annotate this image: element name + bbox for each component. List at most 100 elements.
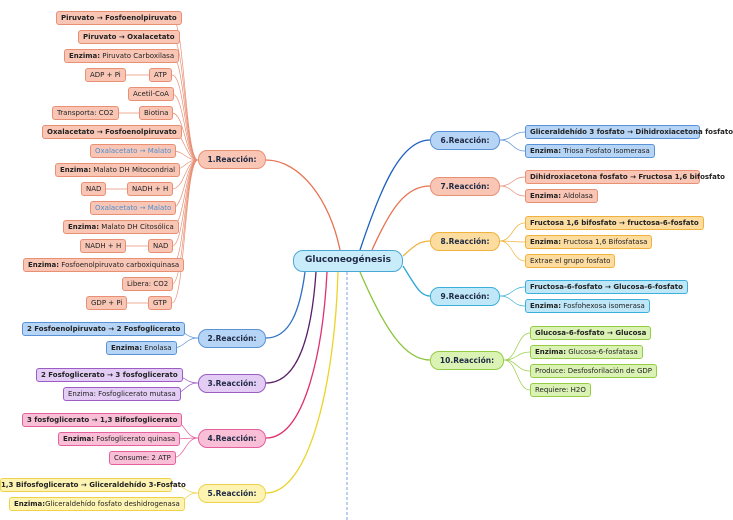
leaf-text: Produce: Desfosforilación de GDP <box>535 367 653 375</box>
leaf-nad-1[interactable]: NAD <box>81 182 107 196</box>
leaf-oxalacetato-pep[interactable]: Oxalacetato → Fosfoenolpiruvato <box>42 125 182 139</box>
leaf-adp-pi[interactable]: ADP + Pi <box>85 68 126 82</box>
leaf-text: ATP <box>154 71 167 79</box>
leaf-r9-enzima[interactable]: Enzima: Fosfohexosa isomerasa <box>525 299 650 313</box>
leaf-text: Extrae el grupo fosfato <box>530 257 611 265</box>
leaf-r8-enzima[interactable]: Enzima: Fructosa 1,6 Bifosfatasa <box>525 235 653 249</box>
leaf-text: Glucosa-6-fosfato → Glucosa <box>535 329 647 337</box>
leaf-enzima-pep-carboxiquinasa[interactable]: Enzima: Fosfoenolpiruvato carboxiquinasa <box>23 258 185 272</box>
leaf-libera-co2[interactable]: Libera: CO2 <box>122 277 174 291</box>
leaf-enzima-piruvato-carboxilasa[interactable]: Enzima: Piruvato Carboxilasa <box>64 49 180 63</box>
branch-reaccion-8[interactable]: 8.Reacción: <box>430 232 500 251</box>
enzima-key: Enzima: <box>14 500 46 508</box>
leaf-r10-requiere[interactable]: Requiere: H2O <box>530 383 591 397</box>
link-r10-leaf-3 <box>503 359 531 391</box>
leaf-gtp[interactable]: GTP <box>148 296 172 310</box>
link-root-r4 <box>265 271 328 439</box>
leaf-r10-reaction[interactable]: Glucosa-6-fosfato → Glucosa <box>530 326 652 340</box>
enzima-key: Enzima: <box>530 302 562 310</box>
leaf-r3-enzima[interactable]: Enzima: Fosfoglicerato mutasa <box>63 387 181 401</box>
leaf-r6-enzima[interactable]: Enzima: Triosa Fosfato Isomerasa <box>525 144 655 158</box>
branch-reaccion-9[interactable]: 9.Reacción: <box>430 287 500 306</box>
leaf-text: Piruvato → Fosfoenolpiruvato <box>61 14 177 22</box>
leaf-r10-produce[interactable]: Produce: Desfosforilación de GDP <box>530 364 658 378</box>
leaf-acetil-coa[interactable]: Acetil-CoA <box>128 87 174 101</box>
link-r5-leaf-0 <box>171 484 199 494</box>
enzima-key: Enzima: <box>530 192 562 200</box>
leaf-nadh-2[interactable]: NADH + H <box>80 239 127 253</box>
leaf-text: Transporta: CO2 <box>57 109 114 117</box>
leaf-piruvato-pep[interactable]: Piruvato → Fosfoenolpiruvato <box>56 11 182 25</box>
branch-reaccion-6[interactable]: 6.Reacción: <box>430 131 500 150</box>
leaf-text: Fructosa 1,6 bifosfato → fructosa-6-fosf… <box>530 219 699 227</box>
leaf-gdp-pi[interactable]: GDP + Pi <box>86 296 128 310</box>
leaf-text: NADH + H <box>132 185 169 193</box>
branch-reaccion-10[interactable]: 10.Reacción: <box>430 351 504 370</box>
enzima-key: Enzima: <box>28 261 60 269</box>
leaf-text: GTP <box>153 299 167 307</box>
leaf-enzima-malato-citosolica[interactable]: Enzima: Malato DH Citosólica <box>63 220 179 234</box>
leaf-text: Dihidroxiacetona fosfato → Fructosa 1,6 … <box>530 173 725 181</box>
leaf-text: Oxalacetato → Malato <box>95 204 172 212</box>
leaf-r4-enzima[interactable]: Enzima: Fosfoglicerato quinasa <box>58 432 181 446</box>
leaf-r4-reaction[interactable]: 3 fosfoglicerato → 1,3 Bifosfoglicerato <box>22 413 183 427</box>
leaf-r5-reaction[interactable]: 1,3 Bifosfoglicerato → Gliceraldehído 3-… <box>0 478 186 492</box>
link-r9-leaf-0 <box>499 286 526 297</box>
leaf-r7-reaction[interactable]: Dihidroxiacetona fosfato → Fructosa 1,6 … <box>525 170 725 184</box>
root-node[interactable]: Gluconeogénesis <box>293 250 403 272</box>
link-r10-leaf-0 <box>503 332 531 361</box>
leaf-text: GDP + Pi <box>91 299 123 307</box>
link-root-r10 <box>359 271 431 361</box>
leaf-r9-reaction[interactable]: Fructosa-6-fosfato → Glucosa-6-fosfato <box>525 280 688 294</box>
leaf-text: NAD <box>153 242 169 250</box>
enzima-value: Fosfoglicerato quinasa <box>94 435 176 443</box>
leaf-r8-extrae[interactable]: Extrae el grupo fosfato <box>525 254 616 268</box>
enzima-key: Enzima: <box>535 348 567 356</box>
enzima-key: Enzima: <box>111 344 143 352</box>
leaf-oxalacetato-malato-2[interactable]: Oxalacetato → Malato <box>90 201 177 215</box>
leaf-nad-2[interactable]: NAD <box>148 239 174 253</box>
branch-reaccion-5[interactable]: 5.Reacción: <box>198 484 266 503</box>
link-r10-leaf-1 <box>503 351 531 361</box>
branch-reaccion-4[interactable]: 4.Reacción: <box>198 429 266 448</box>
leaf-r10-enzima[interactable]: Enzima: Glucosa-6-fosfatasa <box>530 345 643 359</box>
leaf-nadh-1[interactable]: NADH + H <box>127 182 174 196</box>
leaf-text: Enzima: Fosfoglicerato mutasa <box>68 390 176 398</box>
enzima-value: Glucosa-6-fosfatasa <box>566 348 638 356</box>
leaf-atp[interactable]: ATP <box>149 68 172 82</box>
leaf-oxalacetato-malato-1[interactable]: Oxalacetato → Malato <box>90 144 177 158</box>
leaf-r4-consume[interactable]: Consume: 2 ATP <box>109 451 176 465</box>
link-r9-leaf-1 <box>499 295 526 307</box>
enzima-value: Triosa Fosfato Isomerasa <box>561 147 650 155</box>
leaf-enzima-malato-mitocondrial[interactable]: Enzima: Malato DH Mitocondrial <box>55 163 181 177</box>
enzima-value: Gliceraldehído fosfato deshidrogenasa <box>45 500 180 508</box>
branch-reaccion-2[interactable]: 2.Reacción: <box>198 329 266 348</box>
link-root-r9 <box>402 265 431 297</box>
leaf-r7-enzima[interactable]: Enzima: Aldolasa <box>525 189 598 203</box>
link-r1-leaf-3 <box>171 74 199 161</box>
enzima-value: Malato DH Citosólica <box>99 223 174 231</box>
leaf-r2-reaction[interactable]: 2 Fosfoenolpiruvato → 2 Fosfoglicerato <box>22 322 186 336</box>
leaf-r3-reaction[interactable]: 2 Fosfoglicerato → 3 fosfoglicerato <box>36 368 183 382</box>
leaf-text: ADP + Pi <box>90 71 121 79</box>
enzima-value: Aldolasa <box>561 192 593 200</box>
leaf-biotina[interactable]: Biotina <box>139 106 174 120</box>
leaf-r2-enzima[interactable]: Enzima: Enolasa <box>106 341 177 355</box>
leaf-text: Piruvato → Oxalacetato <box>83 33 175 41</box>
link-r1-leaf-15 <box>171 159 199 304</box>
link-r6-leaf-1 <box>499 139 526 152</box>
leaf-transporta-co2[interactable]: Transporta: CO2 <box>52 106 119 120</box>
link-root-r6 <box>359 139 431 251</box>
leaf-r5-enzima[interactable]: Enzima:Gliceraldehído fosfato deshidroge… <box>9 497 185 511</box>
leaf-text: Oxalacetato → Fosfoenolpiruvato <box>47 128 177 136</box>
branch-reaccion-3[interactable]: 3.Reacción: <box>198 374 266 393</box>
branch-reaccion-7[interactable]: 7.Reacción: <box>430 177 500 196</box>
leaf-text: Fructosa-6-fosfato → Glucosa-6-fosfato <box>530 283 683 291</box>
branch-reaccion-1[interactable]: 1.Reacción: <box>198 150 266 169</box>
leaf-r8-reaction[interactable]: Fructosa 1,6 bifosfato → fructosa-6-fosf… <box>525 216 704 230</box>
enzima-key: Enzima: <box>530 238 562 246</box>
leaf-piruvato-oxalacetato[interactable]: Piruvato → Oxalacetato <box>78 30 180 44</box>
leaf-text: Oxalacetato → Malato <box>95 147 172 155</box>
leaf-text: Gliceraldehído 3 fosfato → Dihidroxiacet… <box>530 128 733 136</box>
leaf-r6-reaction[interactable]: Gliceraldehído 3 fosfato → Dihidroxiacet… <box>525 125 733 139</box>
